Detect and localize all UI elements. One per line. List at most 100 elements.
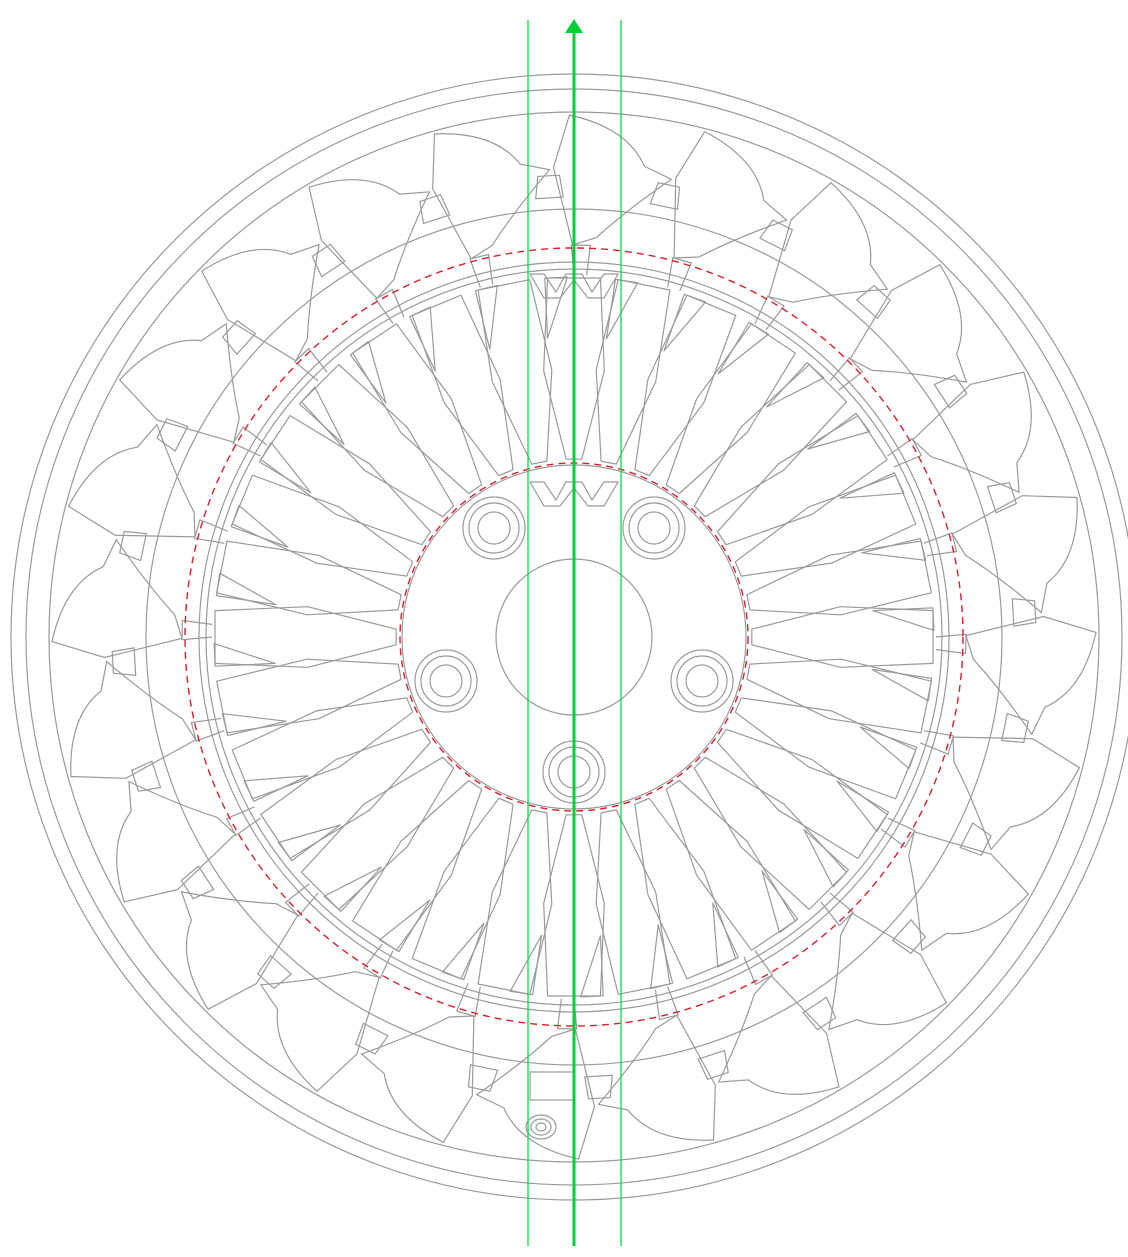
outer-blade	[432, 133, 551, 260]
spoke-window	[746, 540, 932, 616]
blade-slot	[469, 253, 494, 288]
outer-blade	[717, 974, 840, 1095]
outer-blade	[308, 179, 431, 300]
spoke-v-notch	[299, 386, 345, 445]
valve-tab	[529, 1071, 575, 1101]
blade-slot	[754, 295, 785, 331]
lug-nut-ring	[637, 511, 671, 545]
spoke-window	[231, 697, 414, 800]
spoke-window	[477, 279, 553, 465]
blade-tab	[467, 1063, 499, 1092]
spoke-window	[693, 363, 848, 518]
spoke-v-notch	[803, 828, 850, 888]
valve-ring	[525, 1114, 557, 1140]
spoke-v-notch	[872, 607, 935, 632]
outer-blade	[951, 495, 1078, 614]
outer-blade	[70, 660, 197, 779]
blade-slot	[829, 356, 864, 391]
outer-blade	[552, 114, 673, 246]
blade-tab	[891, 918, 927, 955]
spoke-v-notch	[544, 276, 569, 339]
blade-tab	[156, 417, 189, 452]
blade-tab	[354, 1022, 389, 1055]
lug-nut-ring	[468, 502, 520, 554]
spoke-v-notch	[213, 642, 276, 667]
spoke-window	[634, 797, 737, 980]
blade-tab	[1000, 712, 1029, 744]
wheel-logo-icon	[528, 273, 620, 299]
lug-nut-ring	[622, 496, 686, 560]
outer-blade	[180, 891, 299, 1011]
spoke-v-notch	[243, 775, 309, 802]
spoke-window	[665, 779, 797, 951]
valve-ring	[530, 1118, 552, 1136]
lug-nut-ring	[670, 649, 734, 713]
blade-slot	[284, 883, 319, 918]
wheel-logo-icon	[528, 481, 620, 507]
spoke-window	[595, 279, 671, 465]
spoke-window	[734, 474, 917, 577]
spoke-window	[716, 415, 888, 546]
spoke-v-notch	[441, 922, 485, 981]
blade-slot	[225, 806, 261, 837]
blade-slot	[455, 982, 481, 1018]
spoke-v-notch	[859, 726, 918, 770]
lug-nut-ring	[628, 502, 680, 554]
blade-tab	[959, 822, 992, 857]
blade-slot	[374, 288, 405, 324]
lug-nut-ring	[462, 496, 526, 560]
outer-blade	[67, 423, 196, 538]
blade-slot	[923, 532, 958, 557]
outer-blade	[768, 181, 889, 303]
blade-tab	[221, 319, 257, 356]
valve-ring	[535, 1122, 547, 1132]
blade-slot	[887, 437, 923, 468]
blade-tab	[535, 174, 564, 200]
blade-tab	[130, 760, 162, 792]
blade-slot	[880, 817, 916, 848]
lug-nut-ring	[477, 511, 511, 545]
blade-tab	[584, 1074, 613, 1100]
spoke-v-notch	[579, 935, 604, 998]
blade-slot	[190, 717, 225, 742]
logo-shape	[528, 481, 620, 507]
blade-tab	[111, 647, 137, 676]
spoke-window	[634, 294, 737, 477]
outer-blade	[908, 831, 1030, 952]
valve-stem	[525, 1071, 575, 1140]
spoke-window	[595, 809, 671, 995]
blade-tab	[119, 530, 148, 562]
blade-tab	[311, 243, 346, 278]
blade-slot	[667, 256, 693, 292]
outer-blade	[673, 130, 788, 259]
lug-nut	[414, 649, 478, 713]
blade-tab	[180, 865, 215, 900]
blade-slot	[193, 518, 229, 544]
spoke-window	[260, 728, 432, 860]
outer-blade	[475, 1028, 596, 1160]
arrow-up-icon	[565, 19, 583, 33]
outer-blade	[849, 263, 968, 383]
lug-nut-ring	[420, 655, 472, 707]
blade-slot	[363, 943, 394, 979]
blade-slot	[820, 892, 855, 927]
spoke-v-notch	[323, 866, 382, 913]
spoke-window	[411, 294, 514, 477]
blade-tab	[986, 482, 1018, 514]
spoke-window	[214, 606, 397, 668]
blade-tab	[697, 1049, 729, 1081]
blade-tab	[256, 954, 293, 990]
spoke-v-notch	[409, 306, 436, 372]
blade-tab	[933, 374, 968, 409]
outer-blade	[360, 1015, 475, 1144]
blade-slot	[232, 426, 268, 457]
outer-blade	[51, 538, 183, 659]
spoke-v-notch	[230, 504, 289, 548]
lug-nut-ring	[429, 664, 463, 698]
lug-nut-ring	[676, 655, 728, 707]
blade-slot	[743, 950, 774, 986]
spoke-window	[746, 658, 932, 734]
spoke-window	[716, 728, 888, 860]
guide-lines	[527, 19, 622, 1246]
blade-tab	[802, 996, 837, 1031]
